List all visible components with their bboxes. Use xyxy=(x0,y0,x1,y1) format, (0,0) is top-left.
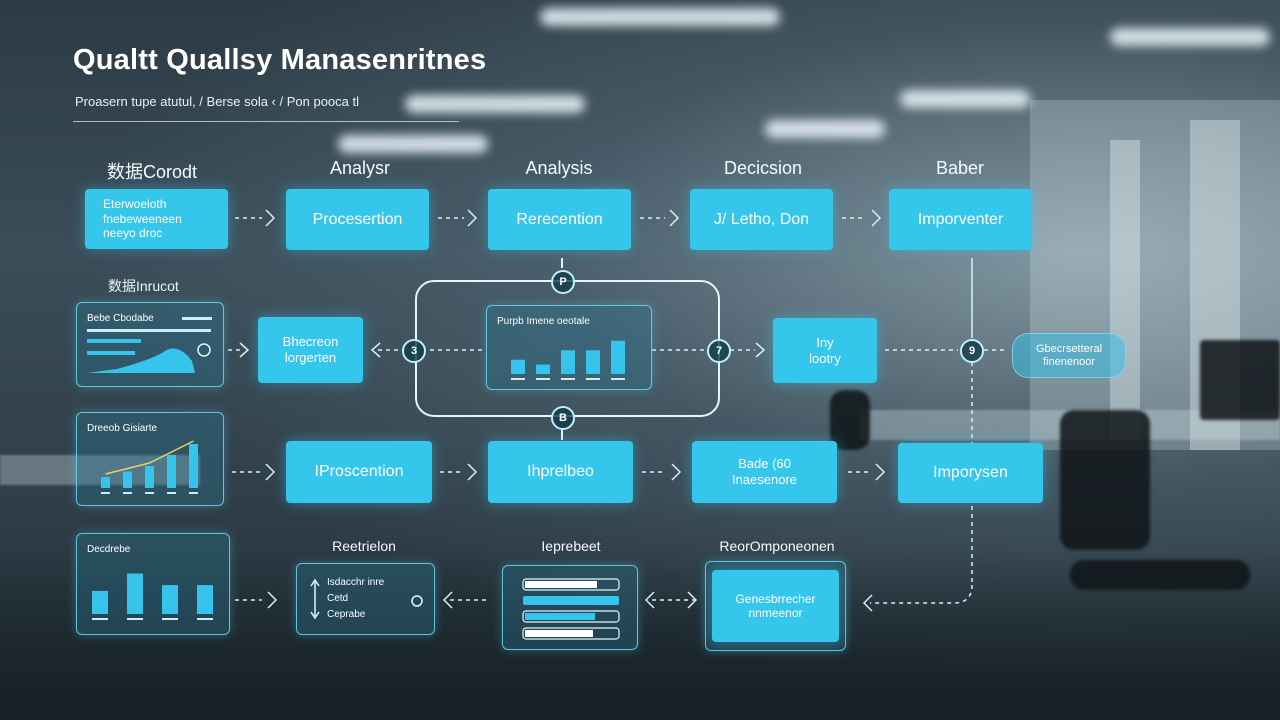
row1-box-5[interactable]: Imporventer xyxy=(889,189,1032,250)
progress-bars xyxy=(522,578,620,640)
row1-box-2[interactable]: Procesertion xyxy=(286,189,429,250)
row4-list-item-2: Cetd xyxy=(327,593,349,604)
bar-2 xyxy=(123,471,132,488)
bar-4 xyxy=(586,350,600,374)
tick-label-2 xyxy=(127,618,143,620)
bar-3 xyxy=(162,585,178,614)
row4-list-item-1: Isdacchr inre xyxy=(327,577,385,588)
row4-label-1: Reetrielon xyxy=(332,538,396,554)
area-chart xyxy=(87,317,212,373)
node-3[interactable]: 3 xyxy=(402,339,426,363)
tick-label-3 xyxy=(145,492,154,494)
tick-label-3 xyxy=(162,618,178,620)
row4-list-panel: Isdacchr inre Cetd Ceprabe xyxy=(296,563,435,635)
tick-label-2 xyxy=(536,378,550,380)
node-b[interactable]: B xyxy=(551,406,575,430)
row4-box-panel: Genesbrrecher nnmeenor xyxy=(705,561,846,651)
bar-2 xyxy=(536,364,550,374)
tick-label-5 xyxy=(611,378,625,380)
tick-label-1 xyxy=(511,378,525,380)
row4-chart-panel: Decdrebe xyxy=(76,533,230,635)
row4-label-2: Ieprebeet xyxy=(541,538,601,554)
trend-line xyxy=(105,440,194,475)
row2-pill[interactable]: Gbecrsetteral finenenoor xyxy=(1012,333,1126,378)
node-9[interactable]: 9 xyxy=(960,339,984,363)
bar-2 xyxy=(127,573,143,614)
tick-label-4 xyxy=(167,492,176,494)
row1-box-4[interactable]: J/ Letho, Don xyxy=(690,189,833,250)
column-label-3: Analysis xyxy=(525,158,593,178)
row4-panel-title: Decdrebe xyxy=(87,544,131,555)
tick-label-5 xyxy=(189,492,198,494)
row4-list-item-3: Ceprabe xyxy=(327,609,366,620)
column-label-4: Decicsion xyxy=(723,158,803,178)
page-title: Qualtt Quallsy Manasenritnes xyxy=(73,44,487,76)
column-label-2: Analysr xyxy=(329,158,391,178)
bar-1 xyxy=(92,590,108,614)
tick-label-4 xyxy=(586,378,600,380)
row1-box-1[interactable]: Eterwoeloth fnebeweeneen neeyo droc xyxy=(85,189,228,249)
bar-3 xyxy=(561,350,575,374)
row3-bar-chart xyxy=(101,440,198,494)
row4-progress-panel xyxy=(502,565,638,650)
page-subtitle: Proasern tupe atutul, / Berse sola ‹ / P… xyxy=(75,94,359,109)
node-7[interactable]: 7 xyxy=(707,339,731,363)
column-label-5: Baber xyxy=(935,158,985,178)
row4-box[interactable]: Genesbrrecher nnmeenor xyxy=(712,570,839,642)
tick-label-1 xyxy=(101,492,110,494)
row3-box-3[interactable]: Bade (60 Inaesenore xyxy=(692,441,837,503)
bar-5 xyxy=(189,444,198,488)
row3-box-2[interactable]: Ihprelbeo xyxy=(488,441,633,503)
row3-panel-title: Dreeob Gisiarte xyxy=(87,423,158,434)
row2-panel-title: Bebe Cbodabe xyxy=(87,313,154,324)
row2-side-label: 数据Inrucot xyxy=(108,278,179,294)
bar-4 xyxy=(197,585,213,614)
center-bar-chart xyxy=(511,340,625,380)
bar-1 xyxy=(101,477,110,488)
row2-box-right[interactable]: Iny lootry xyxy=(773,318,877,383)
row3-box-1[interactable]: IProscention xyxy=(286,441,432,503)
column-label-1: 数据Corodt xyxy=(106,162,198,182)
row4-label-3: ReorOmponeonen xyxy=(719,538,835,554)
row2-box-left[interactable]: Bhecreon lorgerten xyxy=(258,317,363,383)
node-p[interactable]: P xyxy=(551,270,575,294)
row4-bar-chart xyxy=(92,573,213,620)
row2-dashboard-panel: Bebe Cbodabe xyxy=(76,302,224,387)
up-down-icon xyxy=(310,578,423,620)
center-panel-title: Purpb Imene oeotale xyxy=(497,316,590,327)
row1-box-3[interactable]: Rerecention xyxy=(488,189,631,250)
center-chart-panel: Purpb Imene oeotale xyxy=(486,305,652,390)
bar-5 xyxy=(611,340,625,374)
tick-label-1 xyxy=(92,618,108,620)
bar-3 xyxy=(145,466,154,488)
tick-label-2 xyxy=(123,492,132,494)
bar-1 xyxy=(511,359,525,374)
row3-chart-panel: Dreeob Gisiarte xyxy=(76,412,224,506)
tick-label-4 xyxy=(197,618,213,620)
row3-box-4[interactable]: Imporysen xyxy=(898,443,1043,503)
bar-4 xyxy=(167,455,176,488)
title-divider xyxy=(73,121,459,122)
tick-label-3 xyxy=(561,378,575,380)
